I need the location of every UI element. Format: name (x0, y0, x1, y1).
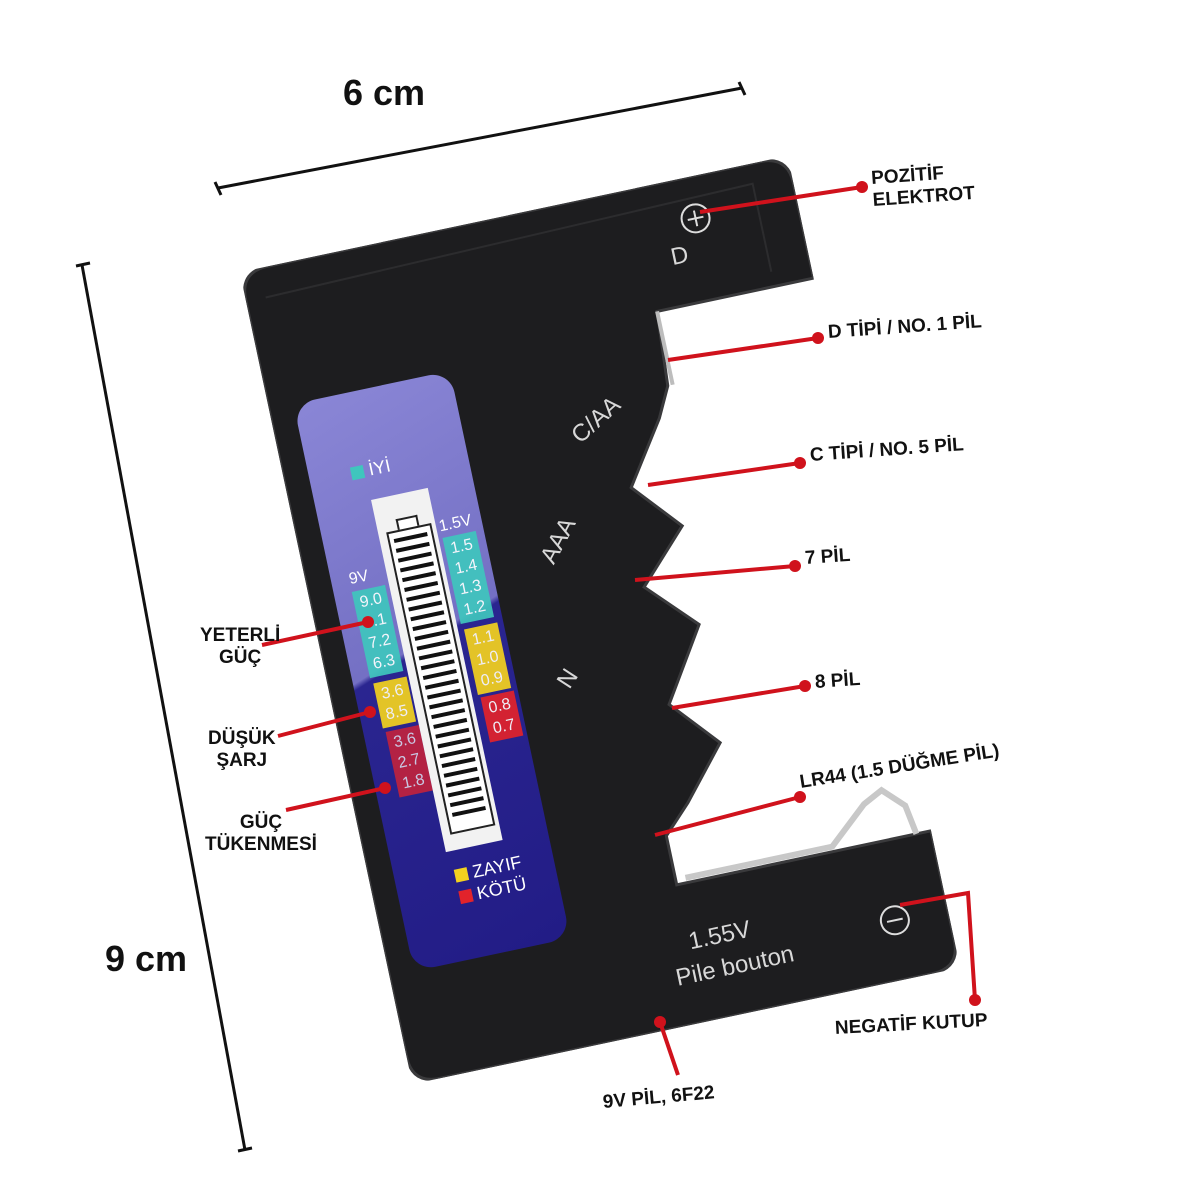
minus-circle-icon (879, 905, 910, 936)
callout-text: TÜKENMESİ (205, 834, 317, 855)
callout-text: GÜÇ (219, 647, 262, 668)
callout-depleted: GÜÇ TÜKENMESİ (205, 812, 317, 856)
callout-text: ŞARJ (216, 750, 268, 771)
callout-text: YETERLİ (200, 625, 281, 646)
callout-text: GÜÇ (239, 812, 283, 833)
callout-sufficient: YETERLİ GÜÇ (200, 625, 280, 669)
width-dimension-line (217, 86, 743, 190)
callout-text: DÜŞÜK (208, 728, 276, 749)
callout-low-charge: DÜŞÜK ŞARJ (208, 728, 276, 772)
plus-circle-icon (680, 203, 711, 234)
callout-positive: POZİTİF ELEKTROT (870, 161, 975, 212)
callout-7-pil: 7 PİL (804, 544, 851, 569)
height-label: 9 cm (105, 938, 188, 979)
battery-tester: D C/AA AAA N 1.55V Pile bouton İYİ 9V 9.… (240, 156, 960, 1084)
callout-8-pil: 8 PİL (814, 668, 861, 693)
width-label: 6 cm (343, 72, 426, 113)
lr44-clip (684, 786, 920, 881)
height-dimension-line (80, 264, 247, 1151)
